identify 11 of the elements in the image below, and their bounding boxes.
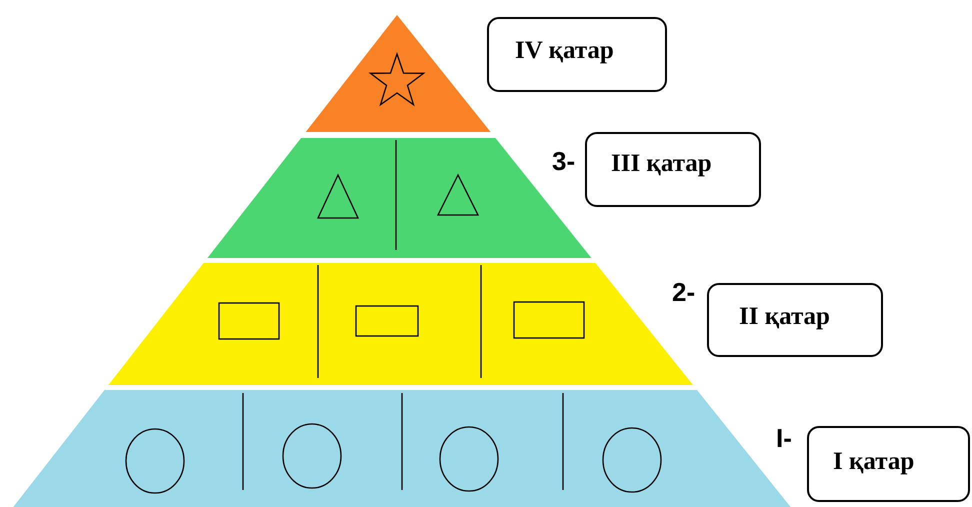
row-number: 2- — [672, 279, 696, 305]
row-label: III қатар — [611, 149, 713, 179]
label-box — [807, 426, 970, 502]
label-box — [707, 283, 883, 357]
row-label: I қатар — [833, 447, 916, 477]
row-label: IV қатар — [515, 36, 615, 66]
label-box — [585, 132, 761, 207]
row-label: II қатар — [739, 302, 831, 332]
row-number: I- — [776, 425, 792, 451]
row-number: 3- — [552, 148, 576, 174]
label-box — [487, 17, 667, 92]
